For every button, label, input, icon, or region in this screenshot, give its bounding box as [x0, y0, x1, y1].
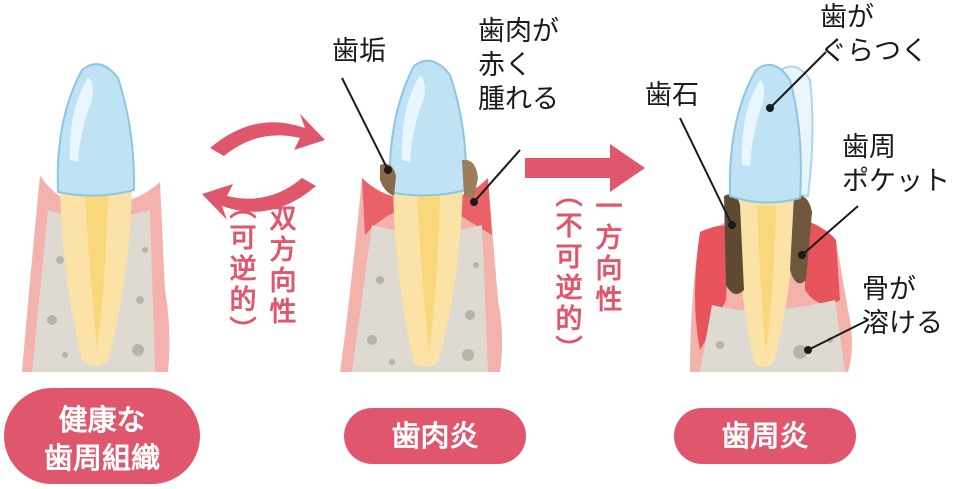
periodontitis-pulp	[757, 205, 776, 352]
gingivitis-pulp	[417, 196, 440, 352]
gingivitis-crown-highlight	[401, 75, 425, 162]
transition-label-bidirectional: 双方向性 ︵可逆的︶	[230, 192, 297, 347]
bone-texture	[47, 247, 148, 358]
periodontitis-tooth-illustration	[690, 63, 852, 372]
tartar-deposit-right	[790, 195, 812, 284]
svg-text:歯周炎: 歯周炎	[721, 419, 808, 453]
annotation-gum-red-swollen: 歯肉が 赤く 腫れる	[478, 16, 559, 115]
svg-text:溶ける: 溶ける	[862, 308, 943, 339]
bone-texture	[716, 337, 833, 359]
periodontitis-crown-highlight	[741, 80, 764, 166]
transition-main-text: 一方向性	[596, 192, 623, 316]
annotation-tooth-loose: 歯が ぐらつく	[820, 2, 928, 67]
svg-text:腫れる: 腫れる	[478, 84, 559, 115]
leader-dots	[384, 104, 812, 354]
stage-label-gingivitis: 歯肉炎	[344, 408, 526, 464]
gingivitis-tooth-illustration	[340, 59, 503, 372]
transition-sub-text: ︵不可逆的︶	[556, 180, 583, 366]
svg-text:健康な: 健康な	[58, 403, 145, 437]
arrow-curved-left	[202, 178, 316, 220]
annotation-plaque: 歯垢	[332, 36, 386, 67]
svg-text:ポケット: ポケット	[842, 166, 950, 197]
periodontitis-gum-inflamed	[695, 225, 730, 350]
transition-label-unidirectional: 一方向性 ︵不可逆的︶	[556, 180, 623, 366]
svg-text:赤く: 赤く	[478, 50, 532, 81]
periodontitis-gum-inflamed-right	[805, 220, 840, 305]
annotation-tartar: 歯石	[645, 80, 699, 111]
svg-text:歯が: 歯が	[820, 2, 874, 33]
svg-text:ぐらつく: ぐらつく	[820, 36, 928, 67]
unidirectional-arrow	[525, 144, 645, 192]
stage-label-background	[4, 388, 200, 484]
annotation-pocket: 歯周 ポケット	[842, 132, 950, 197]
leader-lines	[341, 51, 869, 351]
plaque-deposit	[380, 163, 396, 196]
svg-text:歯肉が: 歯肉が	[478, 16, 559, 47]
healthy-crown-highlight	[69, 78, 93, 162]
periodontitis-crown	[728, 63, 802, 204]
transition-sub-text: ︵可逆的︶	[230, 192, 257, 347]
stage-label-background	[344, 408, 526, 464]
transition-main-text: 双方向性	[270, 204, 297, 328]
svg-text:歯肉炎: 歯肉炎	[391, 419, 478, 453]
stage-label-healthy: 健康な 歯周組織	[4, 388, 200, 484]
stage-label-periodontitis: 歯周炎	[674, 408, 856, 464]
annotation-bone-dissolves: 骨が 溶ける	[862, 274, 943, 339]
healthy-pulp	[85, 195, 108, 350]
svg-text:骨が: 骨が	[862, 274, 916, 305]
plaque-deposit-right	[462, 159, 478, 198]
bone-texture	[367, 262, 479, 365]
arrow-curved-right	[210, 114, 325, 156]
svg-text:歯周組織: 歯周組織	[44, 441, 160, 475]
svg-text:歯周: 歯周	[842, 132, 896, 163]
bidirectional-arrows	[202, 114, 325, 220]
gingivitis-crown	[388, 59, 468, 197]
arrow-right	[525, 144, 645, 192]
stage-label-background	[674, 408, 856, 464]
healthy-tooth-illustration	[22, 63, 170, 372]
healthy-crown	[56, 63, 136, 197]
